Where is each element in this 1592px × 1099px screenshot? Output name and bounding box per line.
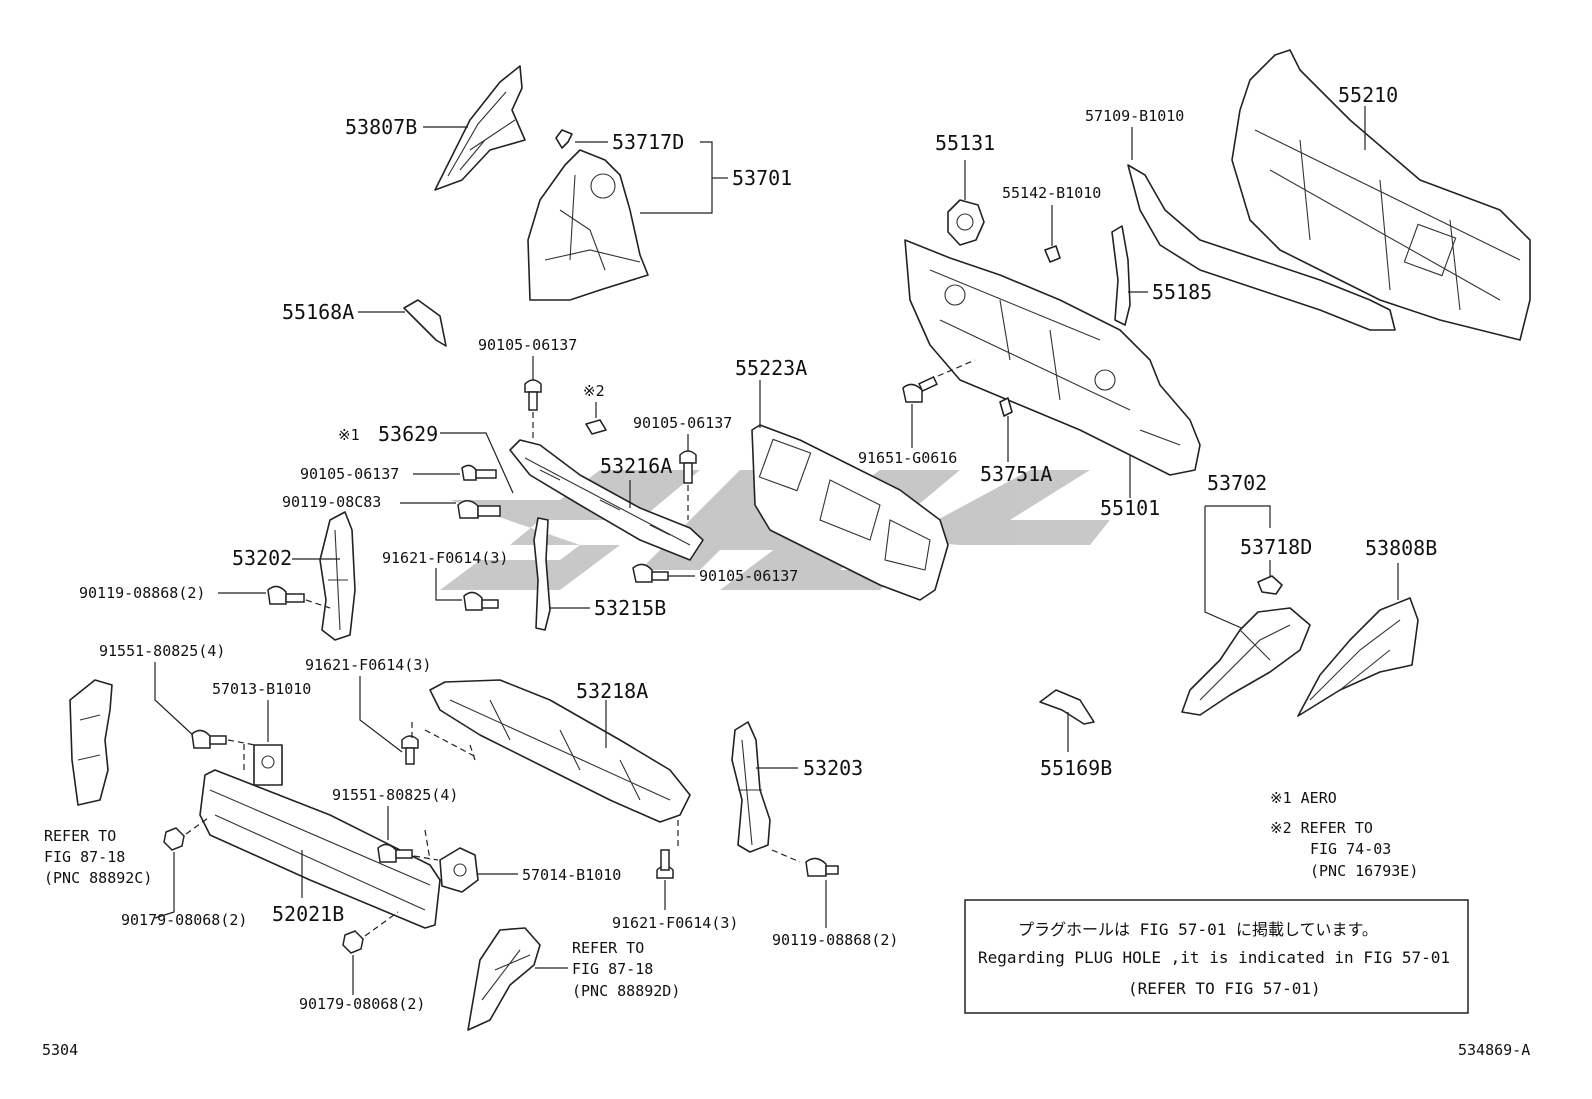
label-55168A: 55168A (282, 300, 354, 324)
label-53807B: 53807B (345, 115, 417, 139)
part-53203: 53203 (731, 721, 863, 853)
label-55169B: 55169B (1040, 756, 1112, 780)
part-55169B: 55169B (1039, 689, 1112, 780)
label-refer2-line1: REFER TO (572, 939, 644, 957)
label-90179-08068-b: 90179-08068(2) (299, 995, 425, 1013)
part-53702: 53702 (1181, 471, 1311, 716)
note-refer-line2: FIG 74-03 (1310, 840, 1391, 858)
label-91551-80825-a: 91551-80825(4) (99, 642, 225, 660)
notice-line-en: Regarding PLUG HOLE ,it is indicated in … (978, 948, 1450, 967)
part-55210: 55210 (1231, 49, 1531, 341)
label-90105-06137-d: 90105-06137 (699, 567, 798, 585)
label-90119-08868-b: 90119-08868(2) (772, 931, 898, 949)
bolt-90105-d (632, 563, 669, 583)
note-refer-line1: ※2 REFER TO (1270, 819, 1373, 837)
label-53216A: 53216A (600, 454, 672, 478)
part-53216A (509, 439, 704, 561)
part-52021B: 52021B (199, 769, 441, 929)
label-91621-F0614-b: 91621-F0614(3) (305, 656, 431, 674)
bolt-91651-G0616: 91651-G0616 (858, 359, 976, 467)
part-53718D: 53718D (1240, 535, 1312, 595)
notice-line-refer: (REFER TO FIG 57-01) (1128, 979, 1321, 998)
part-refer-88892D (467, 927, 541, 1031)
part-53808B: 53808B (1297, 536, 1437, 717)
label-53702: 53702 (1207, 471, 1267, 495)
label-52021B: 52021B (272, 902, 344, 926)
label-91551-80825-b: 91551-80825(4) (332, 786, 458, 804)
label-57109-B1010: 57109-B1010 (1085, 107, 1184, 125)
label-refer1-line1: REFER TO (44, 827, 116, 845)
label-90179-08068-a: 90179-08068(2) (121, 911, 247, 929)
nut-90179-a (163, 817, 209, 851)
label-mark1: ※1 (338, 426, 360, 444)
bolt-90119-b (805, 857, 839, 877)
part-53807B: 53807B (345, 65, 526, 191)
label-53751A: 53751A (980, 462, 1052, 486)
label-57014-B1010: 57014-B1010 (522, 866, 621, 884)
label-53203: 53203 (803, 756, 863, 780)
part-57109-B1010: 57109-B1010 (1085, 107, 1396, 331)
footer-figure-number: 5304 (42, 1041, 78, 1059)
bolt-91551-a (191, 729, 227, 749)
notice-box: プラグホールは FIG 57-01 に掲載しています。 Regarding PL… (964, 899, 1469, 1014)
part-55131: 55131 (935, 131, 995, 246)
part-55223A: 55223A (735, 356, 949, 601)
note-aero: ※1 AERO (1270, 789, 1337, 807)
label-refer2-line3: (PNC 88892D) (572, 982, 680, 1000)
part-refer-88892C (69, 679, 113, 806)
label-57013-B1010: 57013-B1010 (212, 680, 311, 698)
label-90119-08C83: 90119-08C83 (282, 493, 381, 511)
label-53808B: 53808B (1365, 536, 1437, 560)
bolt-90105-a (524, 379, 542, 411)
label-refer1-line3: (PNC 88892C) (44, 869, 152, 887)
note-refer-line3: (PNC 16793E) (1310, 862, 1418, 880)
bolt-90119-08C83 (457, 500, 501, 519)
label-53202: 53202 (232, 546, 292, 570)
part-55142-B1010: 55142-B1010 (1002, 184, 1101, 263)
label-90105-06137-b: 90105-06137 (633, 414, 732, 432)
label-55185: 55185 (1152, 280, 1212, 304)
label-53718D: 53718D (1240, 535, 1312, 559)
nut-90179-b (342, 911, 399, 954)
part-53218A: 53218A (429, 679, 691, 823)
part-55185: 55185 (1111, 225, 1212, 326)
label-91651-G0616: 91651-G0616 (858, 449, 957, 467)
footer-drawing-id: 534869-A (1458, 1041, 1530, 1059)
label-90105-06137-c: 90105-06137 (300, 465, 399, 483)
label-91621-F0614-c: 91621-F0614(3) (612, 914, 738, 932)
label-53701: 53701 (732, 166, 792, 190)
label-53629: 53629 (378, 422, 438, 446)
label-55142-B1010: 55142-B1010 (1002, 184, 1101, 202)
part-57014-B1010: 57014-B1010 (439, 847, 621, 893)
notice-line-jp: プラグホールは FIG 57-01 に掲載しています。 (1018, 920, 1378, 939)
part-55168A: 55168A (282, 299, 447, 347)
label-90119-08868-a: 90119-08868(2) (79, 584, 205, 602)
label-55131: 55131 (935, 131, 995, 155)
bolt-91621-b (401, 735, 419, 765)
bolt-90119-a (267, 585, 305, 605)
label-91621-F0614-a: 91621-F0614(3) (382, 549, 508, 567)
label-55223A: 55223A (735, 356, 807, 380)
label-53215B: 53215B (594, 596, 666, 620)
label-refer2-line2: FIG 87-18 (572, 960, 653, 978)
part-53751A: 53751A (980, 397, 1052, 486)
part-57013-B1010 (253, 744, 283, 786)
label-53717D: 53717D (612, 130, 684, 154)
label-55210: 55210 (1338, 83, 1398, 107)
label-55101: 55101 (1100, 496, 1160, 520)
bolt-91621-a (463, 591, 499, 611)
part-53701: 53717D 53701 (527, 129, 792, 301)
label-mark2: ※2 (583, 382, 605, 400)
label-90105-06137-a: 90105-06137 (478, 336, 577, 354)
label-53218A: 53218A (576, 679, 648, 703)
part-53215B: 53215B (533, 517, 666, 631)
bolt-91551-b (377, 843, 413, 863)
label-refer1-line2: FIG 87-18 (44, 848, 125, 866)
bolt-91621-c (656, 849, 674, 879)
bolt-90105-c (461, 464, 497, 481)
bolt-90105-b (679, 450, 697, 484)
part-55101: 55101 (904, 239, 1201, 520)
part-53202: 53202 (232, 511, 356, 641)
